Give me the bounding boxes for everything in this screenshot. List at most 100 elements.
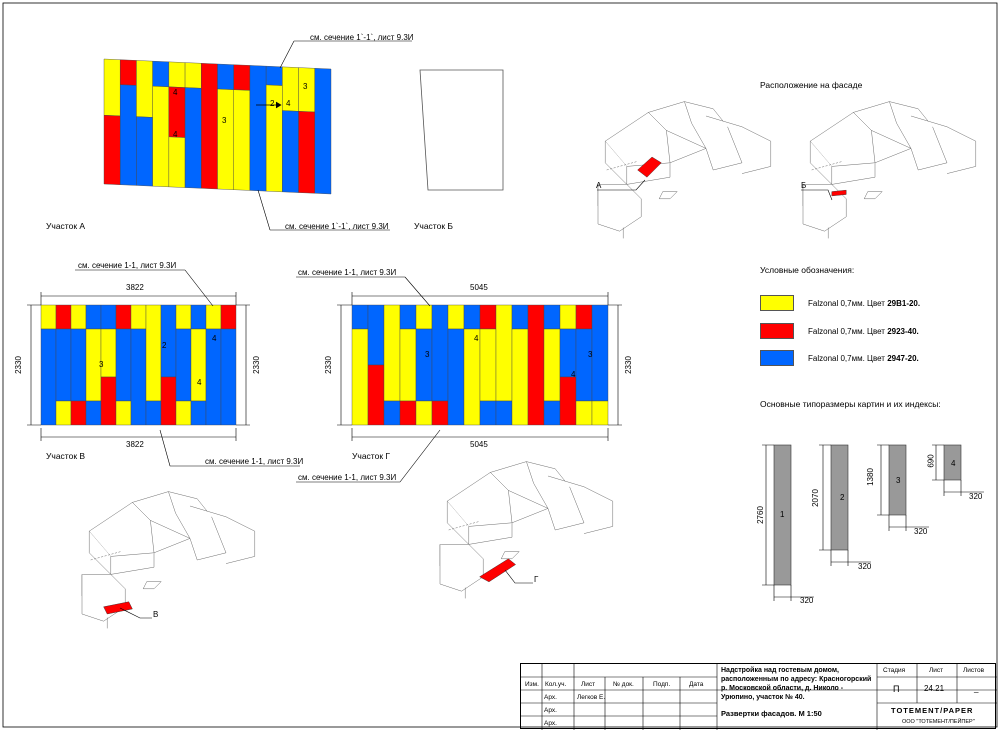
facade-panel	[103, 58, 121, 117]
location-title: Расположение на фасаде	[760, 80, 863, 90]
facade-panel	[85, 304, 102, 330]
facade-panel	[543, 400, 561, 426]
building-line	[464, 551, 520, 599]
panel-index: 2	[162, 341, 167, 350]
panel-index: 4	[173, 130, 178, 139]
facade-panel	[184, 62, 202, 89]
size-height-2: 2070	[810, 489, 820, 507]
building-dash	[811, 161, 843, 171]
facade-panel	[220, 304, 237, 330]
facade-panel	[447, 304, 465, 330]
facade-panel	[399, 304, 417, 330]
legend-swatch-yellow	[760, 295, 794, 311]
facade-panel	[591, 304, 609, 402]
facade-panel	[55, 304, 72, 330]
facade-panel	[120, 59, 137, 86]
facade-panel	[115, 328, 132, 402]
building-sketch	[802, 101, 977, 239]
facade-panel	[479, 400, 497, 426]
building-line	[439, 544, 484, 592]
header-doc: № док.	[613, 681, 634, 688]
facade-panel	[575, 328, 593, 402]
facade-panel	[399, 400, 417, 426]
facade-panel	[152, 85, 170, 188]
facade-v-panels	[40, 304, 237, 426]
size-height-3: 1380	[865, 468, 875, 486]
title-block: Изм. Кол.уч. Лист № док. Подп. Дата Арх.…	[520, 663, 997, 730]
facade-location-highlight	[831, 189, 847, 197]
size-index-1: 1	[780, 510, 785, 519]
building-line	[106, 581, 162, 629]
callout-a-top: см. сечение 1`-1`, лист 9.3И	[310, 33, 414, 42]
header-kol: Кол.уч.	[545, 681, 567, 688]
row-name: Легков Е.	[577, 694, 606, 701]
row-role: Арх.	[544, 707, 557, 714]
panel-index: 4	[286, 99, 291, 108]
building-line	[132, 491, 191, 553]
facade-panel	[168, 61, 186, 88]
facade-panel	[130, 304, 147, 330]
facade-panel	[184, 87, 202, 189]
facade-panel	[431, 304, 449, 402]
facade-panel	[190, 328, 207, 402]
facade-panel	[40, 304, 57, 330]
facade-panel	[495, 304, 513, 402]
size-index-2: 2	[840, 493, 845, 502]
size-bar	[943, 444, 962, 481]
facade-panel	[265, 65, 283, 86]
facade-panel	[351, 328, 369, 426]
facade-panel	[175, 304, 192, 330]
facade-panel	[85, 400, 102, 426]
size-index-3: 3	[896, 476, 901, 485]
sheet-value: 24.21	[924, 684, 945, 693]
size-legend	[762, 444, 984, 601]
facade-panel	[383, 400, 401, 426]
facade-panel	[40, 328, 57, 426]
building-line	[622, 191, 678, 239]
panel-index: 4	[197, 378, 202, 387]
location-marker-v: В	[153, 610, 159, 619]
facade-panel	[100, 304, 117, 330]
size-dim-line	[762, 444, 774, 586]
building-line	[827, 191, 883, 239]
size-height-4: 690	[926, 454, 936, 468]
title-block-grid	[521, 664, 997, 730]
building-line	[648, 101, 707, 163]
facade-panel	[298, 111, 315, 194]
panel-index: 4	[212, 334, 217, 343]
size-dim-line	[932, 444, 944, 481]
leader-lines	[75, 40, 441, 483]
facade-panel	[152, 60, 170, 88]
legend-item-red: Falzonal 0,7мм. Цвет 2923-40.	[808, 327, 919, 336]
size-index-4: 4	[951, 459, 956, 468]
dim-g-height-right: 2330	[623, 356, 633, 374]
size-bar	[888, 444, 907, 516]
building-sketch	[439, 461, 614, 599]
building-line	[211, 516, 256, 564]
size-dim-line	[943, 480, 984, 496]
facade-panel	[249, 65, 267, 192]
building-dash	[90, 551, 122, 561]
panel-index: 3	[588, 350, 593, 359]
facade-panel	[136, 60, 153, 118]
facade-location-highlight	[103, 601, 133, 615]
panel-index: 3	[303, 82, 308, 91]
location-marker-b: Б	[801, 181, 807, 190]
callout-g-bottom: см. сечение 1-1, лист 9.3И	[298, 473, 397, 482]
size-width-1: 320	[800, 596, 814, 605]
size-width-3: 320	[914, 527, 928, 536]
facade-g-panels	[351, 304, 609, 426]
facade-panel	[591, 400, 609, 426]
row-role: Арх.	[544, 694, 557, 701]
size-dim-line	[773, 585, 814, 601]
facade-panel	[367, 364, 385, 426]
facade-panel	[145, 400, 162, 426]
panel-index: 4	[173, 88, 178, 97]
facade-panel	[463, 304, 481, 330]
panel-index: 3	[425, 350, 430, 359]
header-list: Лист	[581, 681, 596, 688]
facade-location-highlight	[479, 558, 516, 583]
facade-panel	[479, 328, 497, 402]
dim-v-width-bottom: 3822	[126, 440, 144, 449]
